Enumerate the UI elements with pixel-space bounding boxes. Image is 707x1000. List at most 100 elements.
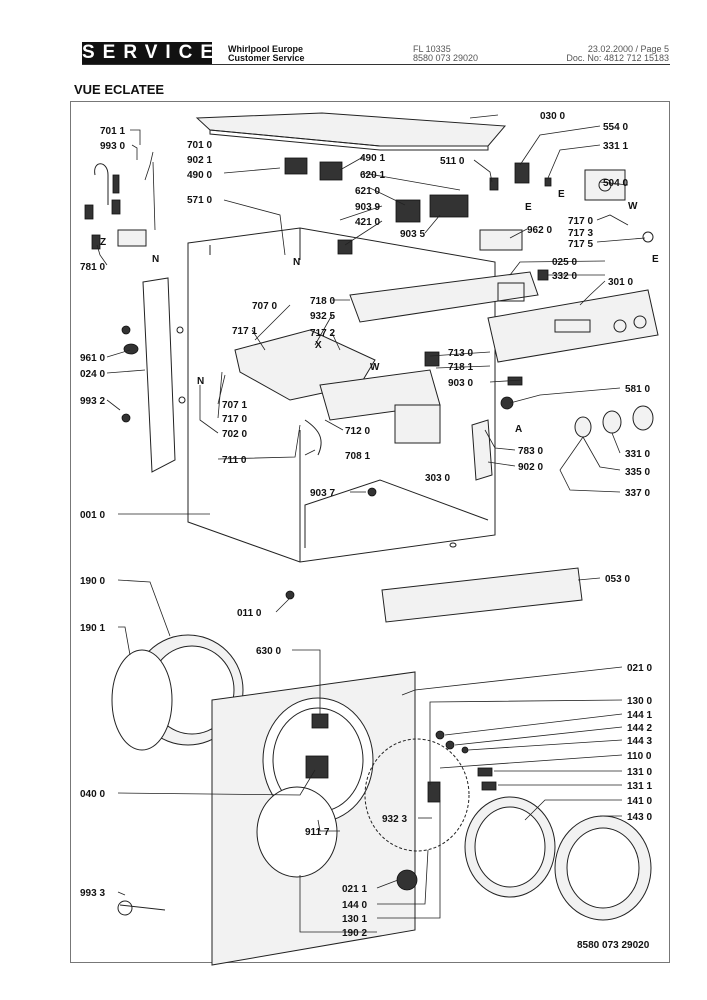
dispenser-part [234, 329, 441, 456]
front-panel-part [211, 671, 418, 966]
label-962-0: 962 0 [527, 225, 552, 236]
marker-e: E [525, 202, 532, 213]
model-code: 8580 073 29020 [413, 53, 479, 63]
label-011-0: 011 0 [237, 608, 262, 619]
wrench-part [117, 900, 166, 916]
footer-doc-number: 8580 073 29020 [577, 940, 650, 951]
upper-components [284, 157, 654, 281]
door-parts [364, 730, 652, 921]
company-name: Whirlpool Europe [228, 44, 303, 54]
label-130-1: 130 1 [342, 914, 367, 925]
label-025-0: 025 0 [552, 257, 577, 268]
label-490-1: 490 1 [360, 153, 385, 164]
label-335-0: 335 0 [625, 467, 650, 478]
label-781-0: 781 0 [80, 262, 105, 273]
label-718-0: 718 0 [310, 296, 335, 307]
service-banner: SERVICE [82, 42, 222, 64]
marker-n: N [152, 254, 159, 265]
label-708-1: 708 1 [345, 451, 370, 462]
marker-x: X [315, 340, 322, 351]
label-713-0: 713 0 [448, 348, 473, 359]
diagram-frame [70, 101, 670, 963]
label-301-0: 301 0 [608, 277, 633, 288]
label-903-9: 903 9 [355, 202, 380, 213]
label-717-2: 717 2 [310, 328, 335, 339]
label-717-0b: 717 0 [222, 414, 247, 425]
label-190-1: 190 1 [80, 623, 105, 634]
label-144-2: 144 2 [627, 723, 652, 734]
label-337-0: 337 0 [625, 488, 650, 499]
label-701-0: 701 0 [187, 140, 212, 151]
label-620-1: 620 1 [360, 170, 385, 181]
label-331-0: 331 0 [625, 449, 650, 460]
label-902-1: 902 1 [187, 155, 212, 166]
label-131-1: 131 1 [627, 781, 652, 792]
kickplate-part [381, 567, 583, 623]
label-702-0: 702 0 [222, 429, 247, 440]
label-581-0: 581 0 [625, 384, 650, 395]
label-130-0: 130 0 [627, 696, 652, 707]
marker-e: E [558, 189, 565, 200]
label-303-0: 303 0 [425, 473, 450, 484]
label-131-0: 131 0 [627, 767, 652, 778]
label-932-5: 932 5 [310, 311, 335, 322]
label-707-1: 707 1 [222, 400, 247, 411]
label-621-0: 621 0 [355, 186, 380, 197]
label-490-0: 490 0 [187, 170, 212, 181]
letter-markers: Z N N E E E W W X N A [100, 189, 659, 435]
marker-n: N [293, 257, 300, 268]
label-717-3: 717 3 [568, 228, 593, 239]
part-labels: 701 1 993 0 701 0 902 1 490 0 490 1 620 … [80, 111, 652, 939]
marker-e: E [652, 254, 659, 265]
label-993-2: 993 2 [80, 396, 105, 407]
label-144-1: 144 1 [627, 710, 652, 721]
header-rule [82, 64, 670, 65]
label-110-0: 110 0 [627, 751, 652, 762]
marker-a: A [515, 424, 522, 435]
label-053-0: 053 0 [605, 574, 630, 585]
date-page: 23.02.2000 / Page 5 [587, 44, 669, 54]
label-630-0: 630 0 [256, 646, 281, 657]
label-331-1: 331 1 [603, 141, 628, 152]
label-707-0: 707 0 [252, 301, 277, 312]
worktop-part [195, 112, 507, 151]
label-144-0: 144 0 [342, 900, 367, 911]
misc-parts [121, 325, 523, 600]
knobs-part [574, 405, 654, 438]
label-024-0: 024 0 [80, 369, 105, 380]
label-903-7: 903 7 [310, 488, 335, 499]
leader-lines [96, 114, 646, 933]
label-332-0: 332 0 [552, 271, 577, 282]
label-144-3: 144 3 [627, 736, 652, 747]
label-141-0: 141 0 [627, 796, 652, 807]
marker-z: Z [100, 237, 106, 248]
label-903-5: 903 5 [400, 229, 425, 240]
marker-n: N [197, 376, 204, 387]
label-001-0: 001 0 [80, 510, 105, 521]
hose-part [84, 163, 147, 250]
label-903-0: 903 0 [448, 378, 473, 389]
label-190-2: 190 2 [342, 928, 367, 939]
header: SERVICE Whirlpool Europe Customer Servic… [0, 0, 707, 70]
model-number: FL 10335 [413, 44, 451, 54]
label-932-3: 932 3 [382, 814, 407, 825]
label-571-0: 571 0 [187, 195, 212, 206]
label-993-0: 993 0 [100, 141, 125, 152]
label-554-0: 554 0 [603, 122, 628, 133]
label-021-0: 021 0 [627, 663, 652, 674]
cabinet-part [187, 227, 496, 563]
label-021-1: 021 1 [342, 884, 367, 895]
label-717-0a: 717 0 [568, 216, 593, 227]
control-panel-part [349, 271, 659, 363]
company-department: Customer Service [228, 53, 305, 63]
label-711-0: 711 0 [222, 455, 247, 466]
label-190-0: 190 0 [80, 576, 105, 587]
back-panel-part [142, 277, 186, 473]
label-511-0: 511 0 [440, 156, 465, 167]
label-961-0: 961 0 [80, 353, 105, 364]
label-911-7: 911 7 [305, 827, 330, 838]
marker-w: W [370, 362, 380, 373]
label-504-0: 504 0 [603, 178, 628, 189]
label-717-5: 717 5 [568, 239, 593, 250]
